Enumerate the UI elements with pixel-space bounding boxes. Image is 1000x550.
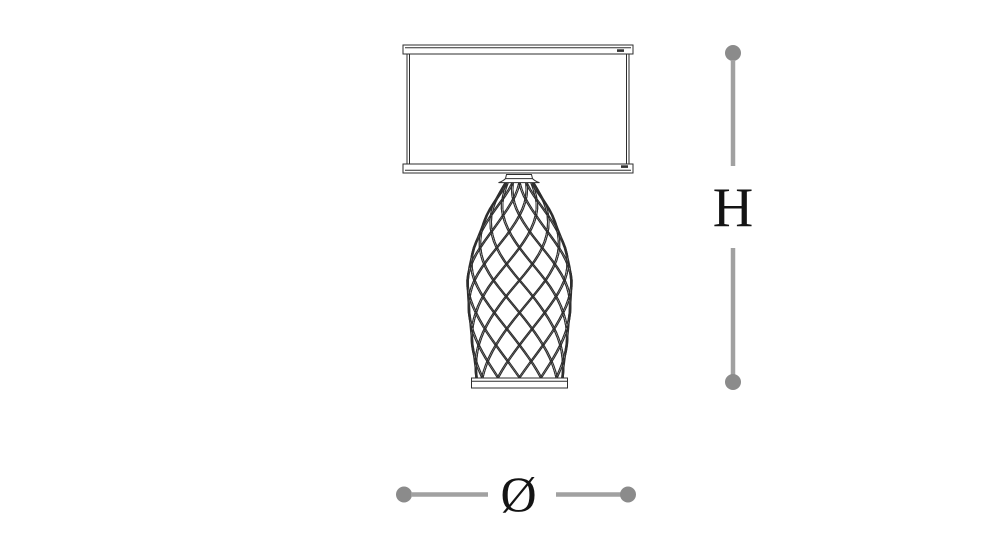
shade-bottom-rim: [402, 163, 634, 174]
dimension-endpoint-dot-top: [725, 45, 741, 61]
lattice-wire: [481, 182, 559, 378]
shade-seam-mark-bottom: [621, 165, 628, 168]
height-label: H: [713, 177, 753, 239]
height-dimension: H: [713, 45, 753, 390]
dimension-endpoint-dot-bottom: [725, 374, 741, 390]
diameter-dimension: Ø: [396, 466, 636, 522]
base-plate: [471, 377, 568, 389]
lattice-wire: [467, 182, 527, 378]
lattice-wire: [500, 182, 567, 378]
lamp-drawing: [402, 44, 634, 389]
lattice-wire: [470, 182, 537, 378]
shade-top-rim: [402, 44, 634, 55]
dimension-endpoint-dot-left: [396, 486, 412, 503]
shade-body: [406, 53, 630, 165]
lattice-wire: [474, 182, 549, 378]
lattice-wire: [490, 182, 565, 378]
lattice-wire: [500, 182, 567, 378]
lattice-wire: [482, 182, 561, 378]
lattice-wire: [472, 182, 539, 378]
dimension-endpoint-dot-right: [620, 486, 636, 503]
lattice-wire: [496, 182, 568, 378]
lattice-wire: [474, 182, 549, 378]
lamp-lattice-base: [466, 182, 573, 378]
diameter-label: Ø: [500, 466, 536, 522]
lattice-wire: [471, 182, 543, 378]
lamp-neck: [498, 174, 540, 184]
lattice-wire: [472, 182, 539, 378]
lattice-wire: [469, 182, 529, 378]
lattice-outline: [466, 182, 507, 378]
lamp-base-plate: [471, 377, 568, 389]
lamp-shade: [402, 44, 634, 174]
lattice-wire: [490, 182, 565, 378]
lattice-wire: [471, 182, 543, 378]
lattice-outline: [532, 182, 573, 378]
lattice-wire: [496, 182, 568, 378]
shade-seam-mark-top: [617, 49, 624, 52]
lattice-wire: [498, 182, 569, 378]
